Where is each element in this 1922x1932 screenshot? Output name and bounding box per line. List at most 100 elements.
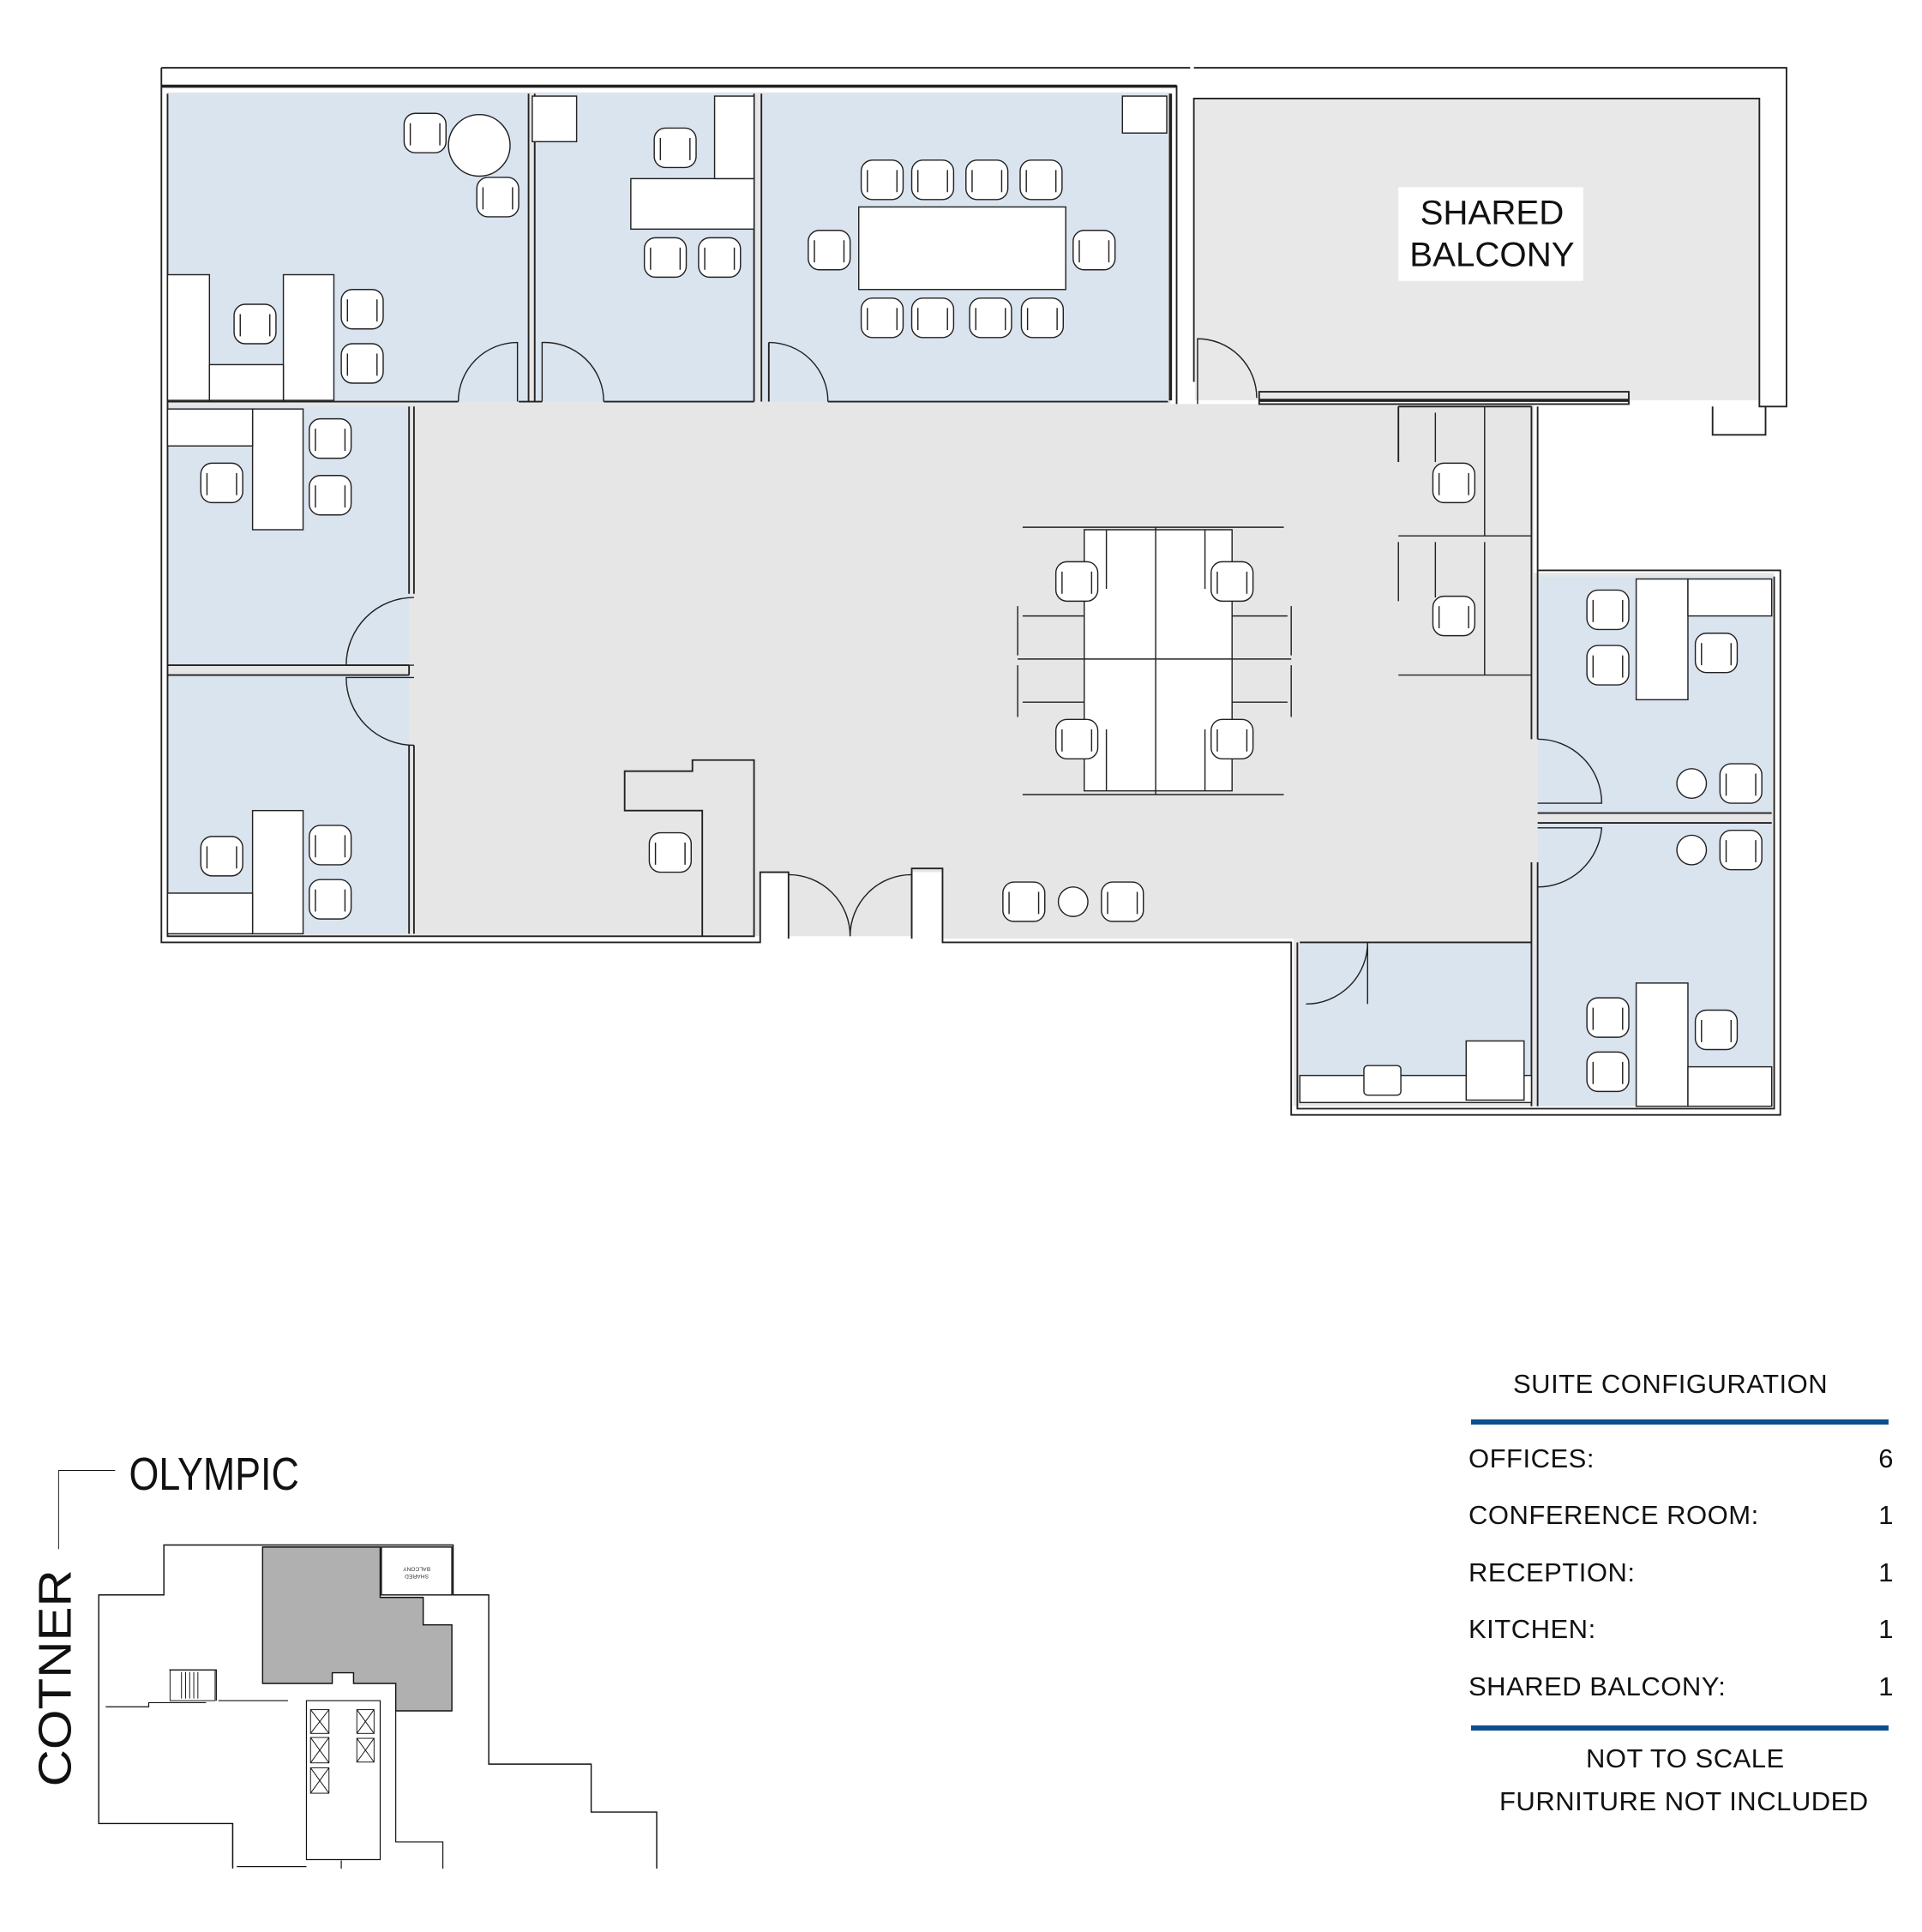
chair	[1101, 881, 1144, 922]
chair-arm	[1008, 891, 1040, 915]
chair	[698, 237, 742, 279]
balcony-label: BALCONY	[1409, 235, 1574, 273]
divider	[1471, 1419, 1889, 1425]
balcony-label: SHARED	[1420, 194, 1565, 232]
workstation-cluster	[1084, 529, 1233, 792]
config-label: CONFERENCE ROOM:	[1469, 1500, 1759, 1530]
chair	[1210, 561, 1254, 603]
desk	[1635, 982, 1689, 1107]
chair	[200, 836, 243, 877]
chair-arm	[315, 485, 346, 508]
chair-arm	[654, 843, 686, 865]
chair	[1586, 1051, 1630, 1093]
chair	[233, 303, 277, 345]
chair	[476, 177, 520, 218]
key-plan-leader-line	[57, 1470, 116, 1550]
chair	[1586, 997, 1630, 1038]
chair-arm	[346, 353, 378, 376]
chair	[860, 159, 904, 201]
chair-arm	[650, 247, 682, 270]
chair-arm	[1061, 571, 1093, 594]
chair-arm	[1216, 729, 1248, 752]
side-table	[1676, 834, 1708, 866]
desk	[1635, 578, 1689, 701]
furniture	[166, 95, 1773, 1107]
desk	[251, 408, 304, 531]
key-plan: SHARED BALCONY OLYMPIC COTNER	[31, 1449, 658, 1869]
chair-arm	[1438, 606, 1469, 628]
desk	[251, 809, 304, 935]
door-swings	[345, 338, 1603, 1005]
elevator-icons	[309, 1709, 375, 1794]
chair	[910, 297, 955, 339]
chair	[1432, 595, 1476, 637]
chair	[1002, 881, 1046, 922]
chair-arm	[1592, 1061, 1624, 1084]
chair-arm	[916, 308, 948, 331]
chair	[860, 297, 904, 339]
chair	[309, 879, 352, 920]
chair	[1054, 561, 1099, 603]
chair	[340, 343, 384, 384]
desk	[282, 273, 335, 401]
config-label: KITCHEN:	[1469, 1614, 1596, 1644]
chair-arm	[1216, 571, 1248, 594]
chair-arm	[659, 137, 691, 160]
key-plan-balcony-label: BALCONY	[403, 1565, 431, 1571]
chair	[1210, 718, 1254, 760]
chair-arm	[315, 835, 346, 858]
chair-arm	[704, 247, 736, 270]
chair-arm	[1725, 773, 1757, 796]
sink-icon	[1363, 1065, 1402, 1096]
credenza	[166, 892, 254, 935]
chair	[648, 831, 692, 873]
chair	[200, 462, 243, 504]
credenza	[1687, 1065, 1773, 1107]
stair-icons	[169, 1669, 216, 1701]
chair-arm	[1107, 891, 1138, 915]
chair-arm	[482, 187, 514, 210]
cubicle-panels	[1397, 405, 1532, 676]
chair-arm	[975, 308, 1006, 331]
config-label: OFFICES:	[1469, 1443, 1595, 1473]
building-outline	[98, 1544, 658, 1869]
credenza	[1687, 578, 1773, 617]
chair	[1694, 1009, 1739, 1051]
chair-arm	[239, 314, 271, 337]
chair	[1719, 829, 1763, 871]
chair	[309, 825, 352, 866]
chair-arm	[916, 170, 948, 193]
suite-plan: SHARED BALCONY	[160, 67, 1787, 1116]
config-value: 6	[1878, 1443, 1894, 1473]
chair	[340, 289, 384, 330]
chair-arm	[315, 429, 346, 452]
chair-arm	[409, 123, 441, 146]
chair	[1020, 297, 1065, 339]
chair-arm	[867, 308, 898, 331]
chair-arm	[1701, 1020, 1732, 1042]
chair	[309, 417, 352, 459]
credenza	[208, 363, 285, 401]
workstation-panels	[1017, 526, 1292, 795]
config-label: SHARED BALCONY:	[1469, 1671, 1727, 1701]
note-not-to-scale: NOT TO SCALE	[1586, 1743, 1785, 1773]
suite-configuration-title: SUITE CONFIGURATION	[1513, 1369, 1829, 1399]
key-plan-balcony-label: SHARED	[405, 1573, 429, 1579]
chair-arm	[1025, 170, 1057, 193]
credenza	[166, 408, 254, 447]
chair-arm	[1061, 729, 1093, 752]
config-value: 1	[1878, 1671, 1894, 1701]
config-value: 1	[1878, 1500, 1894, 1530]
side-table	[1057, 886, 1089, 917]
cabinet	[532, 95, 578, 142]
street-label-cotner: COTNER	[31, 1569, 81, 1786]
key-plan-balcony	[381, 1546, 453, 1596]
conference-table	[858, 206, 1066, 291]
config-label: RECEPTION:	[1469, 1557, 1636, 1587]
chair	[1694, 633, 1739, 674]
config-value: 1	[1878, 1614, 1894, 1644]
balcony-label-box	[1398, 187, 1583, 281]
chair-arm	[867, 170, 898, 193]
street-label-olympic: OLYMPIC	[129, 1449, 299, 1500]
